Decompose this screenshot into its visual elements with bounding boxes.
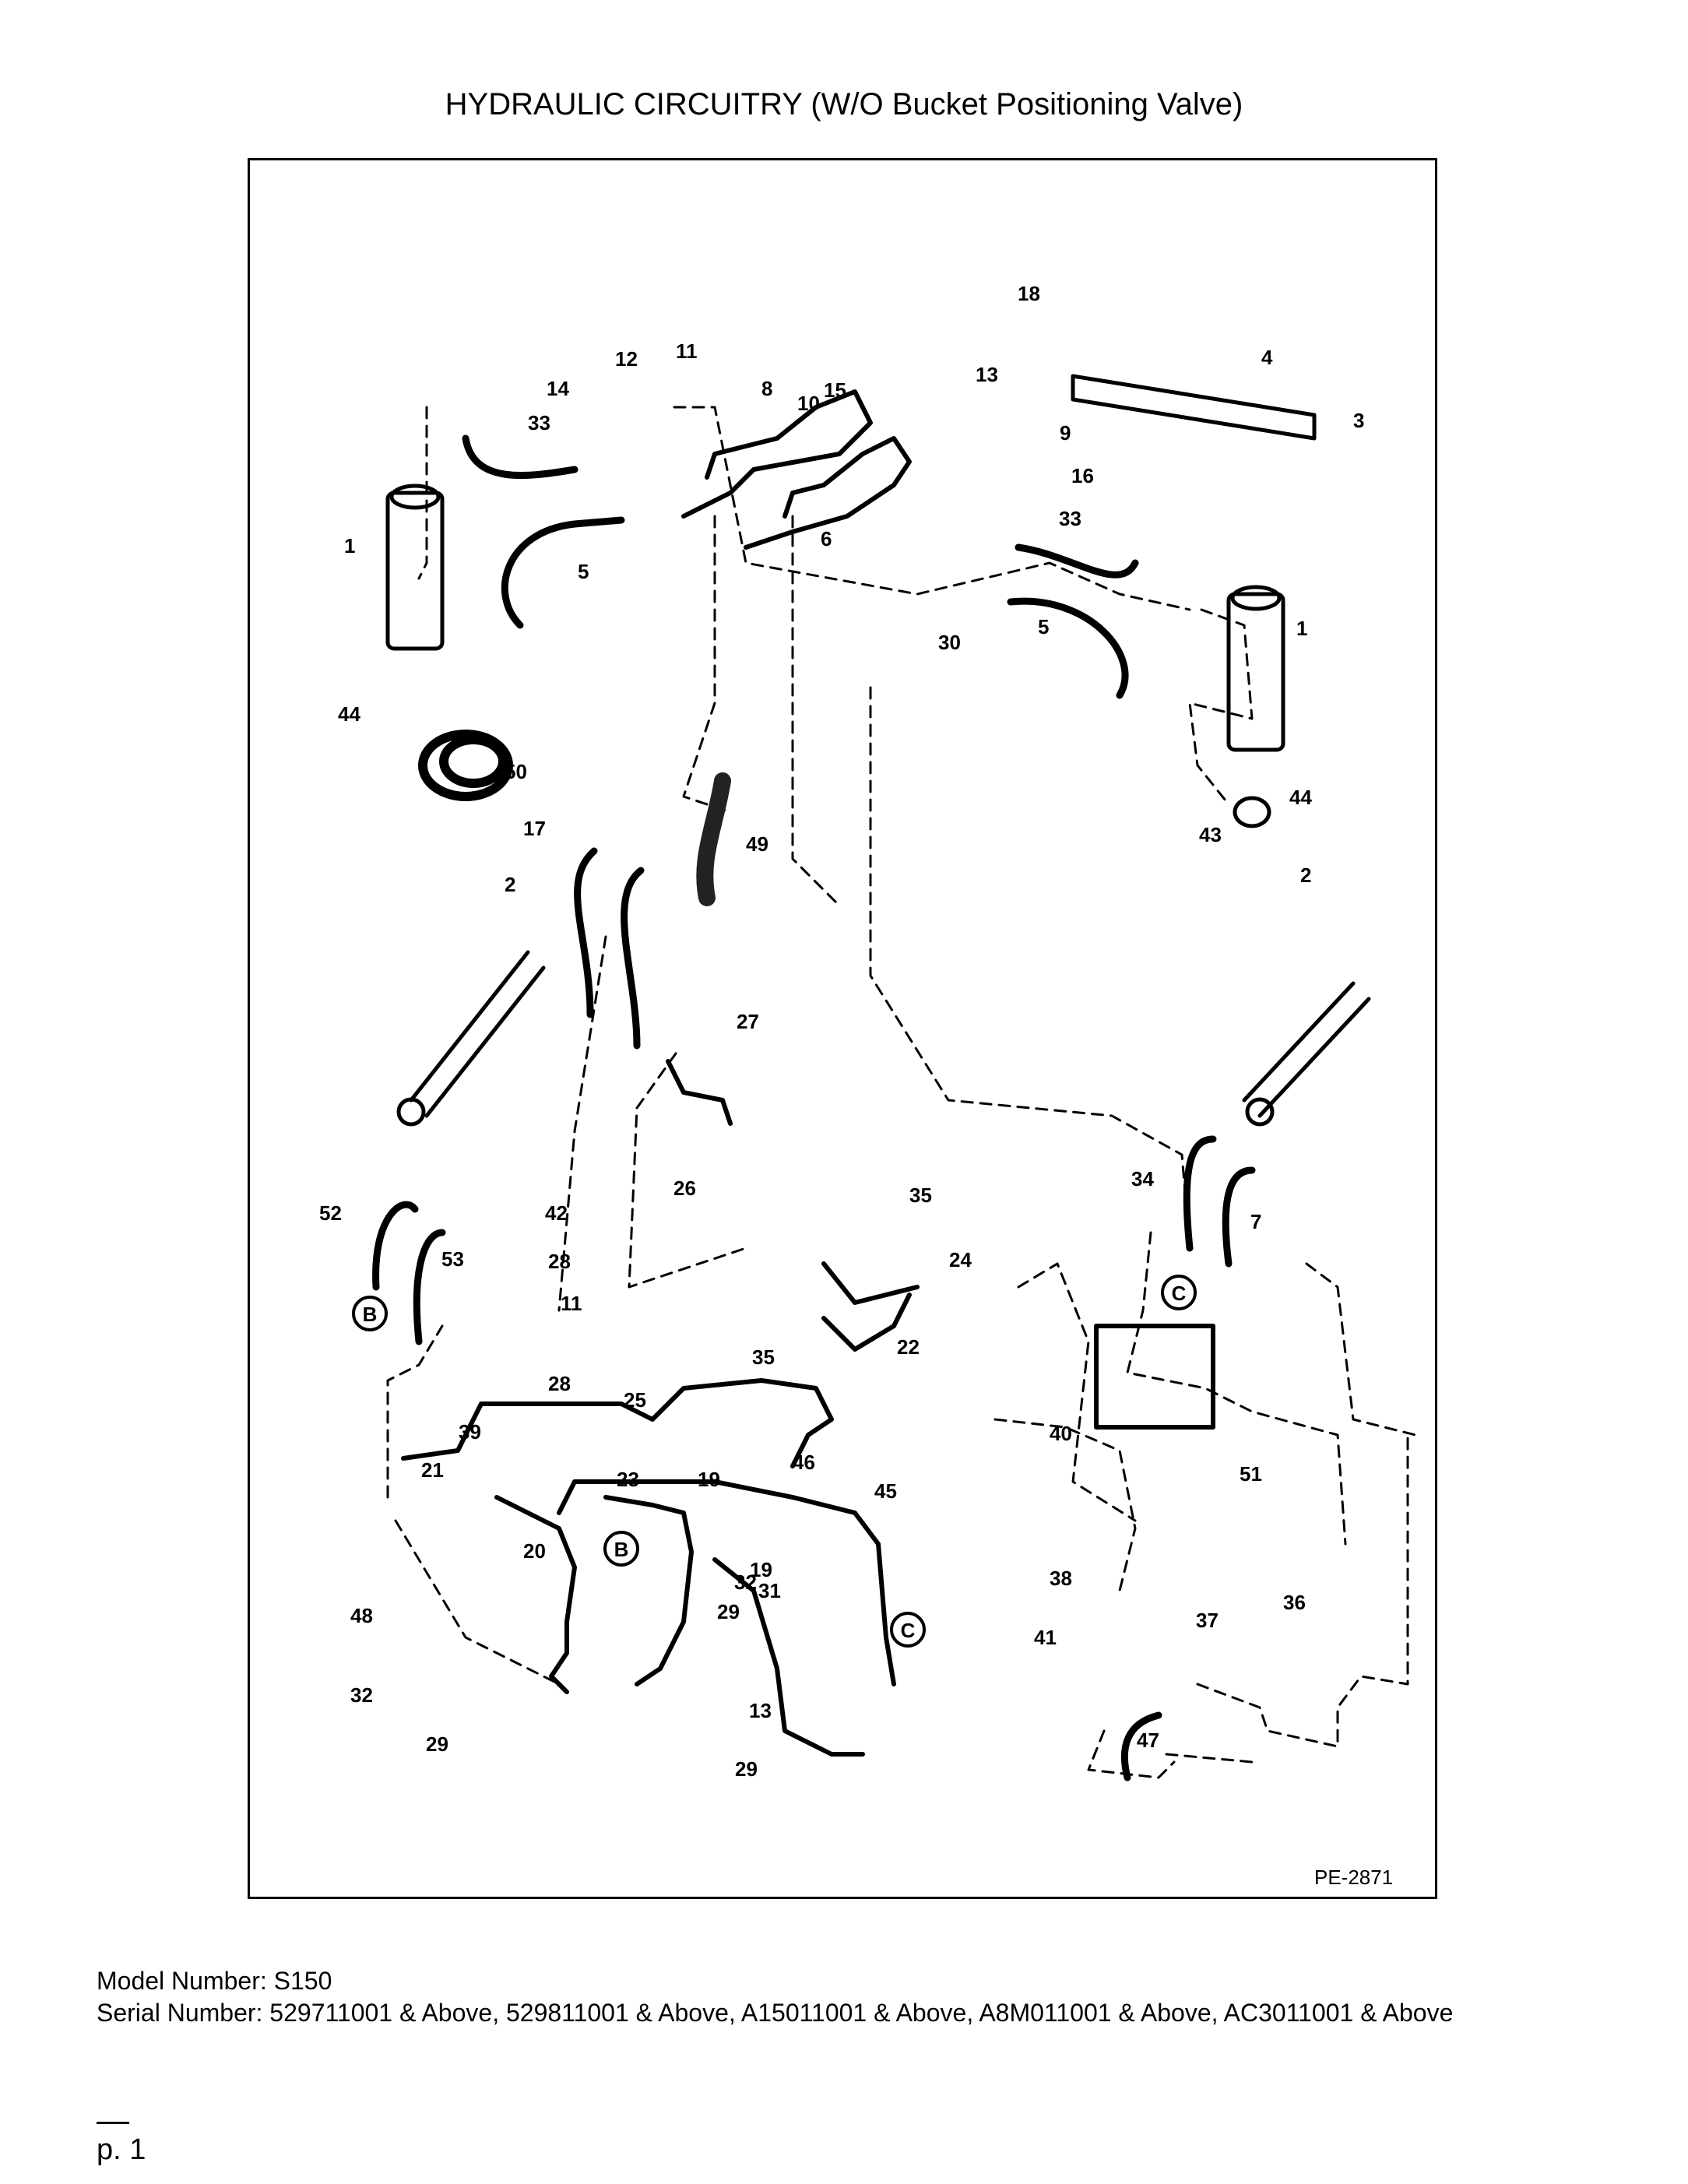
callout-50: 50 [505,760,527,783]
circled-letters: B C B C [363,1282,1187,1642]
callout-25: 25 [624,1388,646,1412]
callout-38: 38 [1050,1567,1072,1590]
callout-49: 49 [746,832,768,856]
callout-21: 21 [421,1458,444,1482]
callout-12: 12 [615,347,638,371]
page-title: HYDRAULIC CIRCUITRY (W/O Bucket Position… [445,87,1243,121]
callout-23: 23 [617,1468,639,1491]
circled-letter-b: B [363,1303,378,1326]
callout-5: 5 [1038,615,1049,638]
callout-6: 6 [821,527,832,550]
callout-33: 33 [528,411,550,434]
callout-26: 26 [673,1176,696,1200]
callouts: 1 1 2 2 3 4 5 5 6 7 8 9 10 11 11 12 13 1… [319,282,1364,1781]
callout-5: 5 [578,560,589,583]
callout-34: 34 [1131,1167,1154,1190]
callout-45: 45 [874,1479,897,1503]
callout-44: 44 [338,702,360,726]
callout-14: 14 [547,377,569,400]
page-divider [97,2122,129,2124]
tubes [401,389,920,1757]
hydraulic-diagram: B C B C 1 1 2 2 3 4 5 5 6 7 8 9 10 11 11… [319,282,1417,1781]
callout-44: 44 [1289,786,1312,809]
callout-32: 32 [734,1570,757,1594]
callout-22: 22 [897,1335,920,1359]
callout-10: 10 [797,392,820,415]
callout-7: 7 [1250,1210,1261,1233]
callout-40: 40 [1050,1422,1072,1445]
callout-16: 16 [1071,464,1094,487]
routing-lines [386,406,1417,1779]
step-plate [1071,374,1317,441]
serial-number: Serial Number: 529711001 & Above, 529811… [97,1999,1454,2027]
callout-28: 28 [548,1250,571,1273]
circled-letter-b: B [614,1538,629,1561]
hoses [372,434,1256,1781]
callout-11: 11 [561,1292,582,1315]
callout-13: 13 [749,1699,772,1722]
callout-27: 27 [737,1010,759,1033]
callout-19: 19 [750,1558,772,1581]
callout-8: 8 [761,377,772,400]
callout-53: 53 [441,1247,464,1271]
callout-18: 18 [1018,282,1040,305]
circled-letter-c: C [1172,1282,1187,1305]
callout-24: 24 [949,1248,972,1271]
callout-47: 47 [1137,1729,1159,1752]
control-valve [1094,1324,1215,1430]
callout-41: 41 [1034,1626,1057,1649]
page-number: p. 1 [97,2133,146,2166]
callout-1: 1 [344,534,355,557]
coiled-hose [418,730,513,801]
diagram-frame [248,158,1437,1899]
callout-30: 30 [938,631,961,654]
callout-37: 37 [1196,1609,1219,1632]
callout-29: 29 [426,1732,448,1756]
callout-36: 36 [1283,1591,1306,1614]
circled-letter-c: C [901,1619,916,1642]
callout-4: 4 [1261,346,1273,369]
cylinders [385,484,1371,1127]
callout-3: 3 [1353,409,1364,432]
drawing-id: PE-2871 [1314,1866,1394,1889]
callout-48: 48 [350,1604,373,1627]
callout-29: 29 [735,1757,758,1781]
callout-35: 35 [909,1183,932,1207]
callout-31: 31 [758,1579,781,1602]
callout-15: 15 [824,378,846,402]
model-number: Model Number: S150 [97,1967,332,1995]
callout-17: 17 [523,817,546,840]
callout-39: 39 [459,1420,481,1444]
callout-46: 46 [793,1451,815,1474]
hose-sleeve [696,772,731,906]
callout-20: 20 [523,1539,546,1563]
hose-clamp [1233,796,1271,828]
callout-51: 51 [1240,1462,1262,1486]
callout-52: 52 [319,1201,342,1225]
callout-28: 28 [548,1372,571,1395]
callout-1: 1 [1296,617,1307,640]
callout-43: 43 [1199,823,1222,846]
callout-2: 2 [1300,863,1311,887]
circled-letter-markers [352,1275,1197,1648]
callout-9: 9 [1060,421,1071,445]
callout-32: 32 [350,1683,373,1707]
callout-29: 29 [717,1600,740,1623]
callout-19: 19 [698,1468,720,1491]
callout-35: 35 [752,1345,775,1369]
callout-33: 33 [1059,507,1081,530]
callout-42: 42 [545,1201,568,1225]
callout-13: 13 [976,363,998,386]
callout-2: 2 [505,873,515,896]
callout-11: 11 [676,339,698,363]
